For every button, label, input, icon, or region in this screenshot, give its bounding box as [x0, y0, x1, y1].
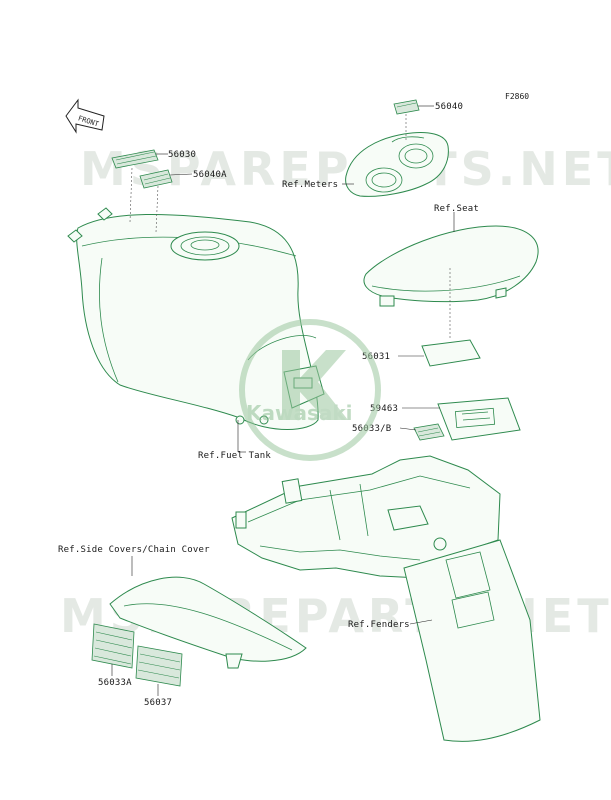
figure-code: F2860: [505, 92, 529, 101]
label-59463: 59463: [370, 404, 398, 414]
front-arrow-icon: FRONT: [65, 98, 105, 134]
label-56031: 56031: [362, 352, 390, 362]
decal-59463: [437, 397, 521, 441]
label-56033B: 56033/B: [352, 424, 391, 434]
label-ref-side-covers: Ref.Side Covers/Chain Cover: [58, 545, 210, 555]
meters: [345, 132, 449, 197]
logo-text: Kawasaki: [246, 401, 353, 425]
decal-56033B: [413, 423, 445, 441]
decal-56040A: [139, 169, 173, 189]
kawasaki-logo: Kawasaki: [239, 319, 381, 461]
decal-56031: [421, 339, 481, 367]
label-ref-seat: Ref.Seat: [434, 204, 479, 214]
label-56033A: 56033A: [98, 678, 132, 688]
label-56030: 56030: [168, 150, 196, 160]
label-56037: 56037: [144, 698, 172, 708]
label-56040A: 56040A: [193, 170, 227, 180]
watermark-top: MSPAREPARTS.NET: [80, 142, 611, 196]
decal-56030: [111, 149, 159, 169]
chain-cover: [109, 576, 307, 669]
fuel-tank: [67, 207, 325, 430]
label-ref-fuel-tank: Ref.Fuel Tank: [198, 451, 271, 461]
label-56040: 56040: [435, 102, 463, 112]
decal-56037: [135, 645, 183, 687]
decal-56040: [393, 99, 420, 115]
seat: [363, 225, 539, 307]
rear-fender: [403, 539, 541, 742]
decal-56033A: [91, 623, 135, 669]
label-ref-meters: Ref.Meters: [282, 180, 338, 190]
label-ref-fenders: Ref.Fenders: [348, 620, 410, 630]
rear-frame: [231, 455, 501, 579]
